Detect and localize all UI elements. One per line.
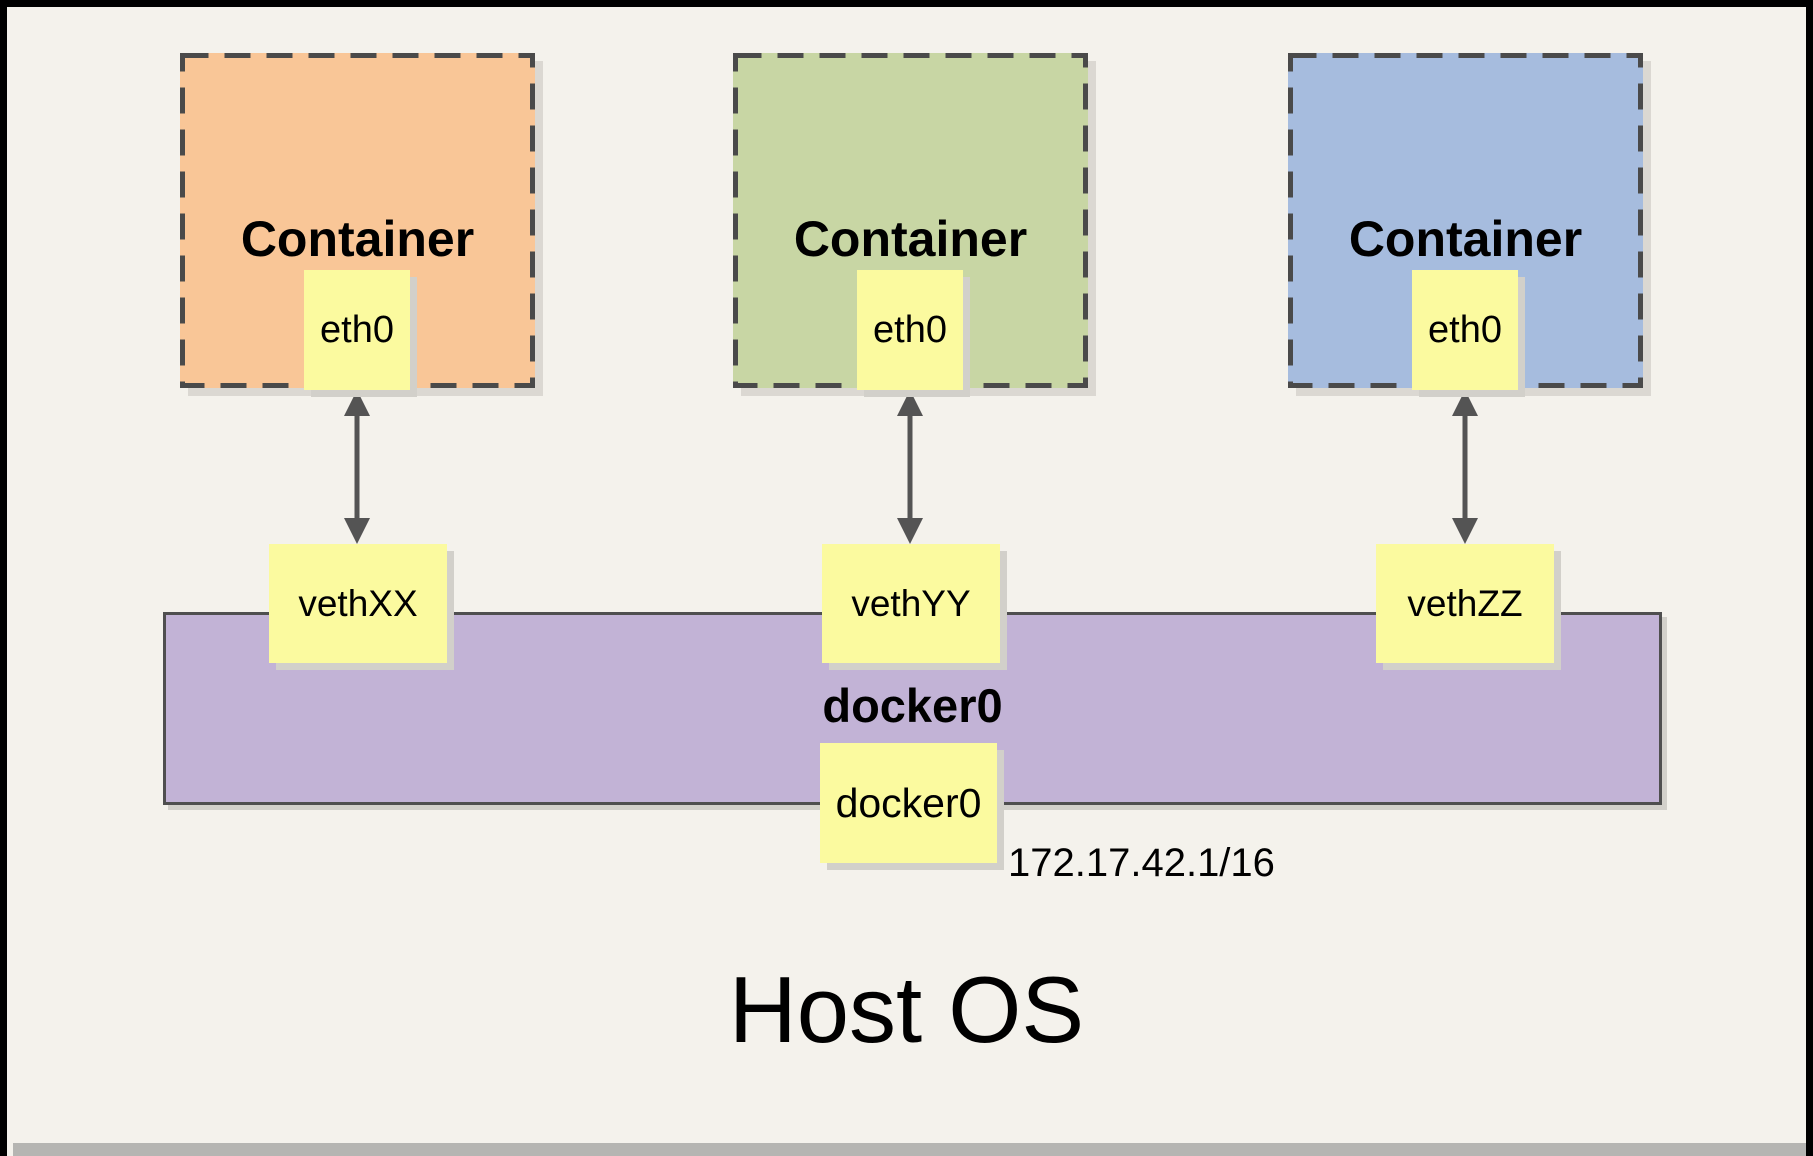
veth-interface-box-2: vethYY <box>822 544 1000 663</box>
docker0-bridge-label: docker0 <box>822 679 1003 732</box>
bridge-ip-address: 172.17.42.1/16 <box>1008 841 1275 885</box>
docker0-interface-box: docker0 <box>820 743 997 863</box>
container-title: Container <box>1348 211 1583 267</box>
veth-label: vethXX <box>298 582 418 624</box>
eth0-label: eth0 <box>873 308 947 351</box>
eth0-interface-box-1: eth0 <box>304 270 410 390</box>
canvas-bottom-shadow <box>13 1143 1813 1156</box>
veth-interface-box-1: vethXX <box>269 544 447 663</box>
veth-label: vethZZ <box>1407 582 1523 624</box>
veth-interface-box-3: vethZZ <box>1376 544 1554 663</box>
eth0-label: eth0 <box>1428 308 1502 351</box>
host-os-label: Host OS <box>728 957 1085 1062</box>
eth0-interface-box-2: eth0 <box>857 270 963 390</box>
eth0-interface-box-3: eth0 <box>1412 270 1518 390</box>
container-title: Container <box>240 211 475 267</box>
eth0-label: eth0 <box>320 308 394 351</box>
bidirectional-arrow-icon <box>1452 390 1478 544</box>
container-title: Container <box>793 211 1028 267</box>
bidirectional-arrow-icon <box>344 390 370 544</box>
bidirectional-arrow-icon <box>897 390 923 544</box>
docker0-interface-label: docker0 <box>835 779 982 826</box>
veth-label: vethYY <box>851 582 971 624</box>
